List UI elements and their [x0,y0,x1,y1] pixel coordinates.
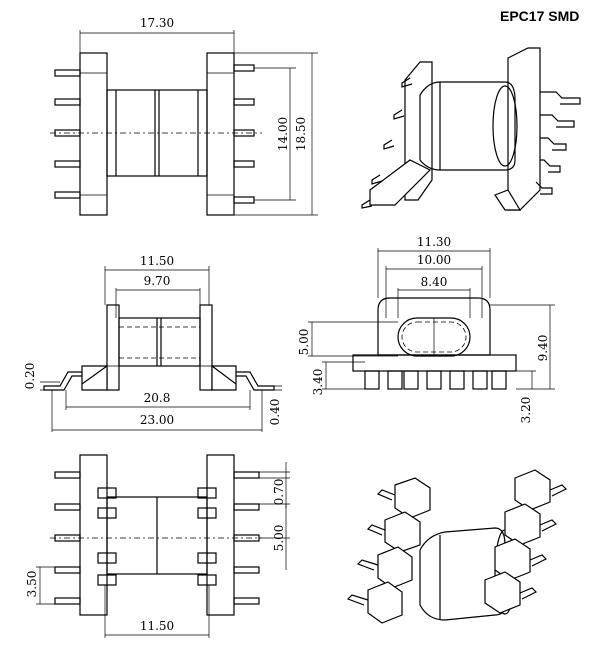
dim-side-pad-span: 20.8 [144,391,171,405]
side-view: 11.50 9.70 0.20 20.8 23.00 0.40 [23,254,282,432]
dim-top-pin-span: 14.00 [276,117,290,151]
dim-front-inner: 10.00 [417,253,451,267]
dim-front-pin: 3.20 [519,397,533,424]
dim-bottom-offset: 3.50 [25,571,39,598]
dim-bottom-width: 11.50 [140,619,174,633]
isometric-view-top [361,47,581,211]
front-view: 11.30 10.00 8.40 5.00 3.40 9.40 3.20 [297,235,555,423]
dim-side-standoff: 0.20 [23,363,37,390]
dim-side-inner: 9.70 [144,274,171,288]
part-title: EPC17 SMD [500,8,580,24]
dim-front-slot: 8.40 [421,275,448,289]
dim-bottom-pitch: 5.00 [272,525,286,552]
dim-front-base: 3.40 [311,369,325,396]
bottom-view: 0.70 5.00 3.50 11.50 [25,454,290,638]
isometric-view-bottom [346,469,568,624]
dim-front-core-h: 5.00 [297,329,311,356]
dim-side-width: 11.50 [140,254,174,268]
dim-top-width: 17.30 [140,16,174,30]
dim-side-total: 23.00 [140,413,174,427]
dim-side-pin-thick: 0.40 [268,399,282,426]
dim-front-width: 11.30 [417,235,451,249]
dim-top-height: 18.50 [294,117,308,151]
top-view: 17.30 14.00 18.50 [50,16,318,216]
dim-front-height: 9.40 [536,335,550,362]
dim-bottom-pin-w: 0.70 [272,479,286,506]
